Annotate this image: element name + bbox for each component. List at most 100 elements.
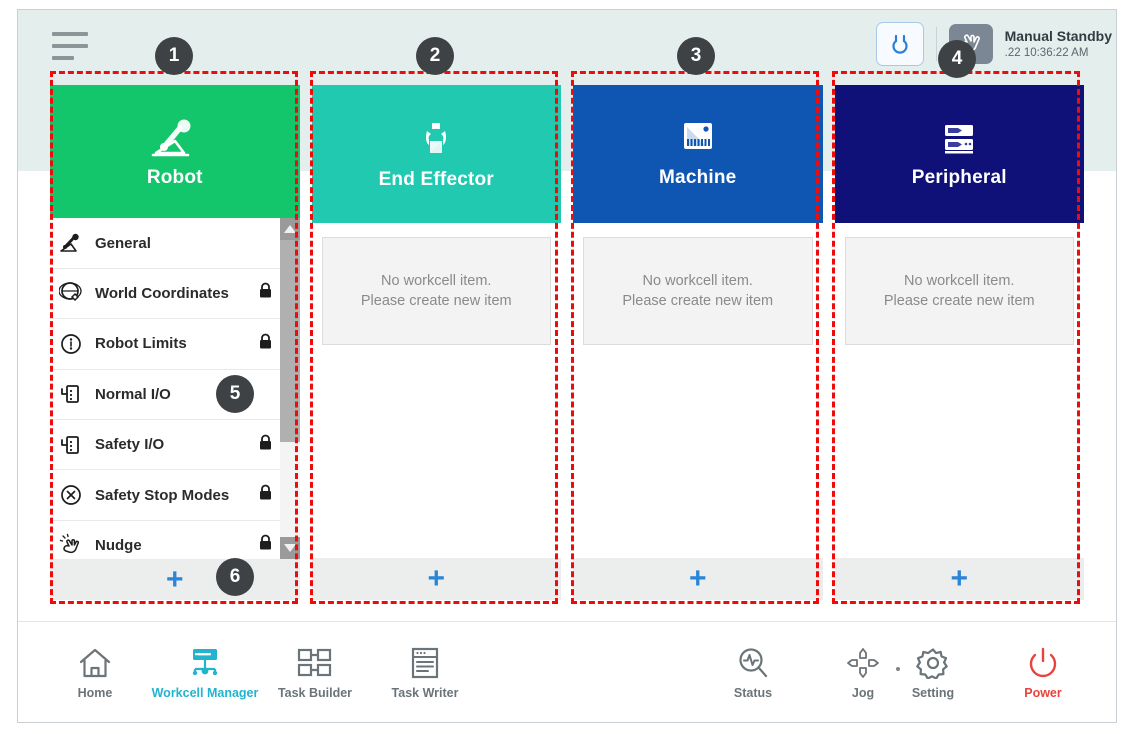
nav-item-setting[interactable]: Setting xyxy=(878,645,988,700)
separator-dot xyxy=(896,667,900,671)
status-text-group: Manual Standby .22 10:36:22 AM xyxy=(1005,28,1112,60)
robot-arm-icon xyxy=(151,119,191,157)
task-builder-icon xyxy=(296,645,334,679)
nav-label: Workcell Manager xyxy=(151,685,259,700)
io-port-icon xyxy=(58,381,84,407)
list-item-label: General xyxy=(95,234,151,252)
peripheral-body: No workcell item. Please create new item xyxy=(835,223,1085,558)
list-item[interactable]: Safety Stop Modes xyxy=(50,470,280,521)
lock-icon xyxy=(258,434,274,456)
plus-icon: + xyxy=(688,562,707,595)
robot-list-scrollbar[interactable] xyxy=(279,218,300,560)
list-item-label: World Coordinates xyxy=(95,284,229,302)
card-header-peripheral[interactable]: Peripheral xyxy=(834,85,1084,223)
nav-item-workcell-manager[interactable]: Workcell Manager xyxy=(150,645,260,700)
robot-arm-icon xyxy=(58,230,84,256)
empty-line-1: No workcell item. xyxy=(642,273,753,289)
column-robot: Robot General xyxy=(50,85,300,600)
empty-line-2: Please create new item xyxy=(883,293,1035,309)
robot-item-list: General World Coordinates xyxy=(50,218,280,559)
end-effector-body: No workcell item. Please create new item xyxy=(312,223,562,558)
card-title-robot: Robot xyxy=(146,166,203,188)
scroll-up-button[interactable] xyxy=(279,218,300,241)
scroll-down-button[interactable] xyxy=(279,537,300,560)
status-timestamp: .22 10:36:22 AM xyxy=(1004,46,1089,59)
manual-hand-icon[interactable] xyxy=(948,24,993,64)
scrollbar-thumb[interactable] xyxy=(279,240,300,443)
chevron-up-icon xyxy=(283,225,296,234)
hamburger-line xyxy=(52,56,74,60)
card-header-robot[interactable]: Robot xyxy=(50,85,300,219)
list-item-label: Nudge xyxy=(95,536,142,554)
plus-icon: + xyxy=(165,562,184,596)
divider xyxy=(935,27,937,61)
list-item-label: Safety Stop Modes xyxy=(95,486,230,504)
lock-icon xyxy=(258,534,274,556)
list-item[interactable]: World Coordinates xyxy=(50,269,280,320)
bottom-nav: Home Workcell Manage xyxy=(18,622,1116,722)
plus-icon: + xyxy=(427,562,446,595)
refresh-circular-arrow-icon xyxy=(892,34,908,54)
scrollbar-track[interactable] xyxy=(279,240,300,537)
list-item[interactable]: Robot Limits xyxy=(50,319,280,370)
column-peripheral: Peripheral No workcell item. Please crea… xyxy=(834,85,1085,600)
nav-label: Home xyxy=(77,685,113,700)
add-end-effector-button[interactable]: + xyxy=(311,558,561,600)
lock-icon xyxy=(258,282,274,304)
list-item[interactable]: Normal I/O xyxy=(50,370,280,420)
add-machine-button[interactable]: + xyxy=(573,558,823,600)
hand-glyph xyxy=(958,34,980,53)
status-magnifier-icon xyxy=(736,645,770,679)
lock-icon xyxy=(258,484,274,506)
empty-line-1: No workcell item. xyxy=(381,273,492,289)
stop-circle-icon xyxy=(58,482,84,508)
card-title-end-effector: End Effector xyxy=(378,169,494,190)
empty-state: No workcell item. Please create new item xyxy=(844,237,1074,345)
column-end-effector: End Effector No workcell item. Please cr… xyxy=(311,85,562,600)
nav-item-task-writer[interactable]: Task Writer xyxy=(370,645,480,700)
nav-label: Jog xyxy=(851,685,875,700)
card-header-end-effector[interactable]: End Effector xyxy=(311,85,561,223)
list-item[interactable]: Nudge xyxy=(50,521,280,560)
card-header-machine[interactable]: Machine xyxy=(573,85,823,223)
card-title-machine: Machine xyxy=(659,167,737,188)
nav-item-status[interactable]: Status xyxy=(698,645,808,700)
hamburger-menu-icon[interactable] xyxy=(52,32,92,60)
limits-circle-icon xyxy=(58,331,84,357)
robot-list-wrap: General World Coordinates xyxy=(50,218,300,560)
nav-item-jog[interactable]: Jog xyxy=(808,645,918,700)
nav-left-group: Home Workcell Manage xyxy=(18,645,480,700)
empty-line-2: Please create new item xyxy=(622,293,774,309)
plus-icon: + xyxy=(950,562,969,595)
nav-label: Setting xyxy=(911,685,955,700)
empty-line-1: No workcell item. xyxy=(904,273,1015,289)
column-machine: Machine No workcell item. Please create … xyxy=(573,85,823,600)
machine-icon xyxy=(683,123,712,149)
workcell-manager-icon xyxy=(186,645,224,679)
hamburger-line xyxy=(52,44,88,48)
list-item[interactable]: Safety I/O xyxy=(50,420,280,471)
list-item[interactable]: General xyxy=(50,218,280,269)
status-title: Manual Standby xyxy=(1004,28,1112,45)
status-bar: Manual Standby .22 10:36:22 AM xyxy=(875,22,1112,66)
refresh-button[interactable] xyxy=(875,22,924,66)
task-writer-icon xyxy=(408,645,442,679)
server-stack-icon xyxy=(945,125,974,154)
card-title-peripheral: Peripheral xyxy=(911,167,1007,188)
lock-icon xyxy=(258,333,274,355)
hamburger-line xyxy=(52,32,88,36)
list-item-label: Safety I/O xyxy=(95,436,165,454)
globe-icon xyxy=(58,280,84,306)
add-robot-item-button[interactable]: + xyxy=(50,559,300,600)
nav-item-power[interactable]: Power xyxy=(988,645,1098,700)
nav-separator xyxy=(18,621,1116,622)
gear-icon xyxy=(916,645,950,679)
add-peripheral-button[interactable]: + xyxy=(834,558,1084,600)
power-icon xyxy=(1026,645,1060,679)
jog-dpad-icon xyxy=(846,645,880,679)
nav-label: Task Writer xyxy=(391,685,459,700)
nav-item-home[interactable]: Home xyxy=(40,645,150,700)
nav-label: Status xyxy=(733,685,773,700)
nav-item-task-builder[interactable]: Task Builder xyxy=(260,645,370,700)
